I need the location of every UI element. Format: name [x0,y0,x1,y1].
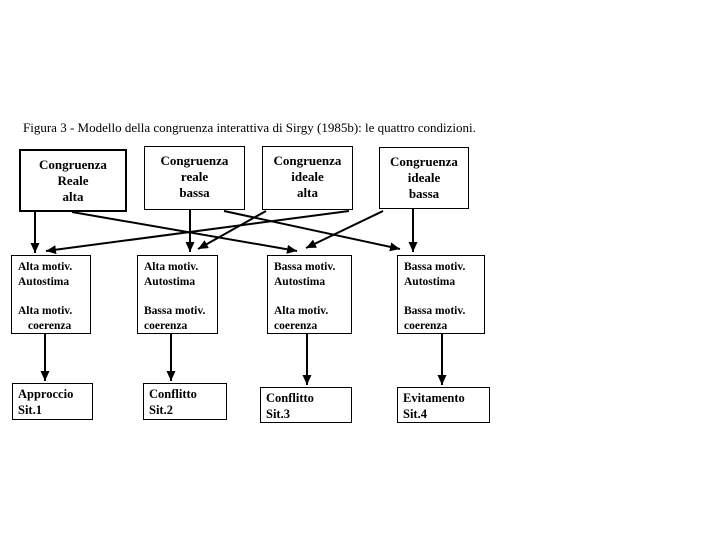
box-line: Alta motiv. [274,305,329,317]
box-congruenza-reale-alta: Congruenza Reale alta [19,149,127,212]
box-motivazione-3: Bassa motiv. Autostima Alta motiv. coere… [267,255,352,334]
box-line: coerenza [404,320,448,332]
box-line: Sit.1 [18,403,42,417]
box-conflitto-sit2: Conflitto Sit.2 [143,383,227,420]
box-congruenza-ideale-alta: Congruenza ideale alta [262,146,353,210]
box-line: coerenza [274,320,318,332]
box-line: Congruenza [160,153,229,168]
box-line: reale [180,169,209,184]
box-line: Bassa motiv. [404,261,466,273]
box-line: bassa [179,185,210,200]
box-line: Autostima [274,276,326,288]
box-evitamento-sit4: Evitamento Sit.4 [397,387,490,423]
box-line: Alta motiv. [144,261,199,273]
box-motivazione-1: Alta motiv. Autostima Alta motiv. coeren… [11,255,91,334]
box-congruenza-reale-bassa: Congruenza reale bassa [144,146,245,210]
box-line: alta [297,185,318,200]
box-line: Autostima [144,276,196,288]
box-line: Sit.4 [403,407,427,421]
box-motivazione-4: Bassa motiv. Autostima Bassa motiv. coer… [397,255,485,334]
box-congruenza-ideale-bassa: Congruenza ideale bassa [379,147,469,209]
box-motivazione-2: Alta motiv. Autostima Bassa motiv. coere… [137,255,218,334]
box-conflitto-sit3: Conflitto Sit.3 [260,387,352,423]
box-line: Bassa motiv. [404,305,466,317]
box-line: Congruenza [390,154,458,169]
box-line: Alta motiv. [18,305,73,317]
arrow-ideale-alta-to-motiv1 [45,210,350,255]
box-line: Bassa motiv. [274,261,336,273]
box-line: Autostima [18,276,70,288]
spacer [404,290,482,304]
arrow-reale-alta-to-motiv3 [71,211,298,254]
box-line: Sit.2 [149,403,173,417]
box-line: Approccio [18,387,74,401]
spacer [274,290,349,304]
arrow-ideale-bassa-to-motiv3 [305,210,384,249]
arrow-ideale-alta-to-motiv2 [197,210,267,250]
box-line: Alta motiv. [18,261,73,273]
box-line: Autostima [404,276,456,288]
spacer [18,290,88,304]
box-approccio-sit1: Approccio Sit.1 [12,383,93,420]
box-line: Reale [57,173,89,188]
box-line: Congruenza [39,157,107,172]
box-line: Conflitto [266,391,314,405]
box-line: ideale [407,170,441,185]
spacer [144,290,215,304]
box-line: Bassa motiv. [144,305,206,317]
box-line: ideale [291,169,324,184]
box-line: alta [62,189,84,204]
box-line: bassa [408,186,440,201]
box-line: Sit.3 [266,407,290,421]
box-line: coerenza [144,320,188,332]
box-line: Evitamento [403,391,465,405]
box-line: coerenza [28,320,72,332]
box-line: Conflitto [149,387,197,401]
box-line: Congruenza [273,153,342,168]
figure-caption: Figura 3 - Modello della congruenza inte… [23,120,476,135]
arrow-reale-bassa-to-motiv4 [223,210,401,252]
